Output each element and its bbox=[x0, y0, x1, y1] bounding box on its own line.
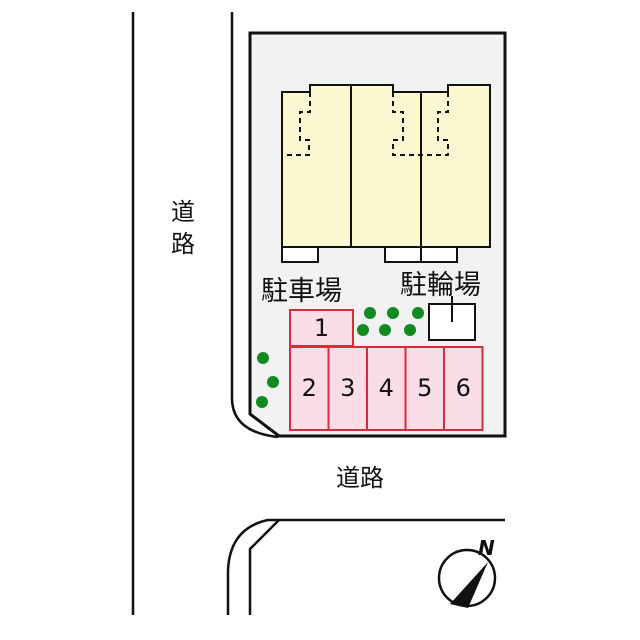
tree-icon bbox=[404, 324, 416, 336]
road-edge-curve-upper bbox=[230, 12, 279, 439]
parking-spaces bbox=[289, 309, 484, 431]
building bbox=[281, 84, 491, 248]
parking-number: 2 bbox=[301, 374, 317, 402]
tree-icon bbox=[267, 376, 279, 388]
stair-outlines bbox=[282, 92, 449, 156]
bicycle-parking-label: 駐輪場 bbox=[400, 270, 481, 301]
trees bbox=[256, 307, 424, 408]
tree-icon bbox=[357, 324, 369, 336]
tree-icon bbox=[364, 307, 376, 319]
unit-2 bbox=[350, 84, 422, 248]
unit-3 bbox=[420, 84, 491, 248]
parking-number: 1 bbox=[313, 314, 330, 342]
tree-icon bbox=[387, 307, 399, 319]
sidewalk-edge-lower bbox=[248, 519, 280, 615]
parking-space-4 bbox=[366, 346, 407, 431]
entrance-steps bbox=[281, 246, 458, 263]
parking-number: 4 bbox=[378, 374, 394, 402]
parking-space-1 bbox=[289, 309, 354, 347]
north-arrow-icon bbox=[437, 548, 497, 608]
tree-icon bbox=[257, 352, 269, 364]
tree-icon bbox=[379, 324, 391, 336]
unit-1 bbox=[281, 84, 352, 248]
parking-number: 3 bbox=[340, 374, 356, 402]
parking-label: 駐車場 bbox=[261, 276, 342, 307]
parking-number: 6 bbox=[455, 374, 471, 402]
tree-icon bbox=[412, 307, 424, 319]
road-edge-lower bbox=[226, 518, 505, 615]
north-label: N bbox=[478, 536, 495, 560]
parking-number: 5 bbox=[417, 374, 433, 402]
road-label-left: 道路 bbox=[171, 198, 195, 258]
parking-space-5 bbox=[404, 346, 445, 431]
parking-space-6 bbox=[443, 346, 484, 431]
road-label-bottom: 道路 bbox=[336, 464, 384, 492]
tree-icon bbox=[256, 396, 268, 408]
